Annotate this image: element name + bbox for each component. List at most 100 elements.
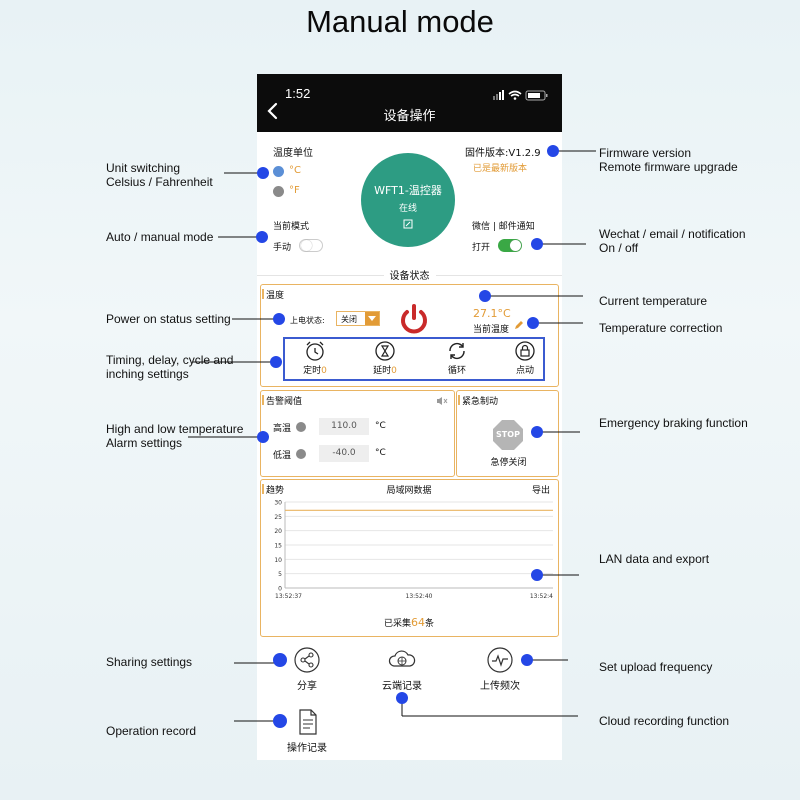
annotation-temp-correction: Temperature correction (599, 321, 723, 335)
x-tick-label: 13:52:4 (530, 593, 553, 600)
fahrenheit-check-icon[interactable] (273, 186, 284, 197)
y-tick-label: 30 (274, 500, 282, 507)
alarm-clock-icon (306, 341, 324, 361)
y-tick-label: 5 (278, 571, 282, 578)
collected-count: 已采集64条 (383, 616, 435, 629)
firmware-version: 固件版本:V1.2.9 (465, 148, 541, 159)
high-temp-input[interactable]: 110.0 (319, 418, 369, 435)
mode-label: 当前模式 (273, 222, 310, 232)
annotation-current-temp: Current temperature (599, 294, 708, 308)
high-temp-label: 高温 (273, 424, 292, 434)
timing-button[interactable]: 定时0 (293, 340, 337, 376)
unit-fahrenheit-option[interactable]: °F (289, 185, 300, 196)
delay-button[interactable]: 延时0 (363, 340, 407, 376)
document-icon (299, 709, 317, 735)
power-status-label: 上电状态: (290, 316, 325, 325)
inching-button[interactable]: 点动 (503, 340, 547, 376)
firmware-status[interactable]: 已是最新版本 (473, 164, 528, 174)
cycle-button[interactable]: 循环 (435, 340, 479, 376)
mute-icon[interactable] (436, 396, 448, 406)
back-arrow-icon[interactable] (265, 102, 281, 120)
y-tick-label: 0 (278, 586, 282, 593)
lock-icon (515, 341, 535, 361)
x-tick-label: 13:52:37 (275, 593, 302, 600)
pulse-icon (487, 647, 513, 673)
temp-unit-label: 温度单位 (273, 148, 313, 159)
y-tick-label: 25 (274, 514, 282, 521)
emergency-panel: 紧急制动 STOP 急停关闭 (456, 390, 559, 477)
mode-value: 手动 (273, 243, 292, 253)
chevron-down-icon (365, 312, 379, 325)
operation-record-button[interactable]: 操作记录 (282, 708, 332, 754)
pencil-icon[interactable] (514, 320, 524, 330)
y-tick-label: 20 (274, 528, 282, 535)
upload-frequency-label: 上传频次 (480, 681, 520, 692)
emergency-panel-title: 紧急制动 (457, 394, 498, 407)
status-bar: 1:52 设备操作 (257, 74, 562, 132)
annotation-power-on: Power on status setting (106, 312, 231, 326)
notify-label: 微信 | 邮件通知 (472, 222, 535, 232)
celsius-check-icon[interactable] (273, 166, 284, 177)
page-title: Manual mode (306, 4, 494, 39)
share-icon (294, 647, 320, 673)
upload-frequency-button[interactable]: 上传频次 (475, 646, 525, 692)
high-temp-check-icon[interactable] (296, 422, 306, 432)
alarm-panel: 告警阈值 高温 110.0 °C 低温 -40.0 °C (260, 390, 455, 477)
high-temp-unit: °C (375, 421, 386, 431)
trend-panel-title: 趋势 (261, 483, 284, 496)
operation-record-label: 操作记录 (287, 743, 327, 754)
power-icon[interactable] (398, 303, 430, 335)
mode-toggle[interactable] (299, 239, 323, 252)
current-temp-value: 27.1°C (473, 307, 511, 320)
status-time: 1:52 (285, 86, 311, 101)
current-temp-label: 当前温度 (473, 325, 510, 335)
cycle-icon (449, 342, 465, 360)
trend-panel: 趋势 局域网数据 导出 0 5 10 15 20 25 30 13:52:37 13:52:40… (260, 479, 559, 637)
y-tick-label: 10 (274, 557, 282, 564)
stop-sign-icon (493, 420, 523, 450)
low-temp-unit: °C (375, 448, 386, 458)
low-temp-label: 低温 (273, 451, 292, 461)
cloud-icon (388, 650, 416, 667)
cloud-record-button[interactable]: 云端记录 (377, 646, 427, 692)
annotation-operation-record: Operation record (106, 724, 197, 738)
annotation-lan: LAN data and export (599, 552, 710, 566)
unit-celsius-option[interactable]: °C (289, 165, 301, 176)
annotation-sharing: Sharing settings (106, 655, 193, 669)
emergency-stop-button[interactable]: STOP (492, 419, 524, 451)
device-status-circle[interactable]: WFT1-温控器 在线 (361, 153, 455, 247)
temperature-panel-title: 温度 (261, 288, 284, 301)
notify-toggle[interactable] (498, 239, 522, 252)
cloud-record-label: 云端记录 (382, 681, 422, 692)
trend-chart: 0 5 10 15 20 25 30 13:52:37 13:52:40 13:52:4 (274, 500, 553, 601)
section-title: 设备状态 (257, 267, 562, 282)
edit-icon[interactable] (403, 219, 413, 229)
nav-title: 设备操作 (383, 109, 436, 124)
status-icons (493, 90, 548, 101)
share-label: 分享 (297, 681, 317, 692)
temperature-panel: 温度 上电状态: 关闭 27.1°C 当前温度 定时0 (260, 284, 559, 387)
low-temp-input[interactable]: -40.0 (319, 445, 369, 462)
phone-screen: 1:52 设备操作 温度单位 °C °F WFT1-温控器 在线 固件版本:V1… (257, 74, 562, 760)
function-row: 定时0 延时0 循环 (283, 337, 545, 381)
low-temp-check-icon[interactable] (296, 449, 306, 459)
x-tick-label: 13:52:40 (406, 593, 433, 600)
alarm-panel-title: 告警阈值 (261, 394, 302, 407)
export-button[interactable]: 导出 (531, 486, 550, 496)
stop-text: STOP (496, 430, 520, 439)
notify-value: 打开 (472, 243, 491, 253)
annotation-upload-frequency: Set upload frequency (599, 660, 713, 674)
lan-data-label[interactable]: 局域网数据 (386, 486, 432, 496)
annotation-cloud: Cloud recording function (599, 714, 730, 728)
annotation-emergency: Emergency braking function (599, 416, 748, 430)
y-tick-label: 15 (274, 543, 282, 550)
power-status-select[interactable]: 关闭 (336, 311, 380, 326)
hourglass-icon (375, 341, 395, 361)
share-button[interactable]: 分享 (287, 646, 327, 692)
device-name: WFT1-温控器 (374, 184, 442, 197)
